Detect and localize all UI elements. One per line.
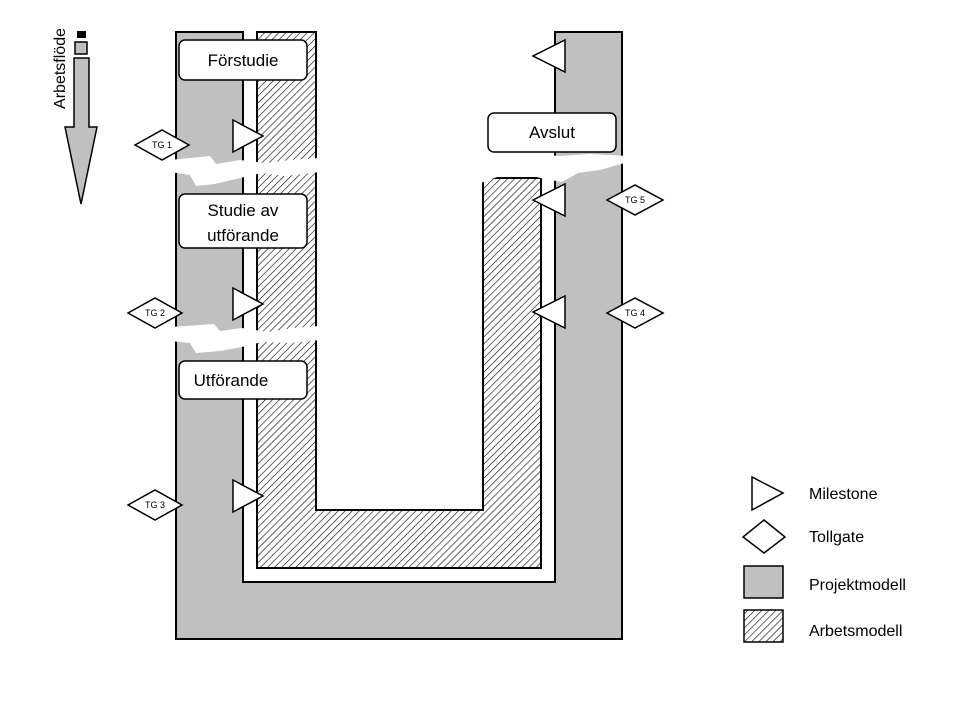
workflow-arrow-square [74, 41, 88, 55]
legend-arbetsmodell-label: Arbetsmodell [809, 623, 902, 640]
tollgate-tg4: TG 4 [605, 297, 665, 329]
legend-milestone: Milestone [751, 475, 878, 512]
legend-projektmodell-label: Projektmodell [809, 577, 906, 594]
milestone-icon-2 [232, 286, 265, 322]
tollgate-icon [605, 184, 665, 216]
arrow-down-icon [64, 57, 98, 205]
phase-studie-label-line1: Studie av [208, 201, 279, 220]
tollgate-tg3: TG 3 [126, 489, 184, 521]
milestone-icon-3 [232, 478, 265, 514]
tollgate-tg1-label: TG 1 [152, 140, 172, 150]
legend-tollgate-label: Tollgate [809, 529, 864, 546]
phase-gap-2 [170, 324, 320, 353]
tollgate-icon [126, 297, 184, 329]
tollgate-tg2-label: TG 2 [145, 308, 165, 318]
phase-forstudie: Förstudie [178, 39, 308, 81]
tollgate-tg1: TG 1 [133, 129, 191, 161]
legend: Milestone Tollgate Projektmodell Arbetsm… [741, 475, 906, 643]
phase-utforande-label: Utförande [194, 371, 269, 390]
phase-gap-3 [478, 154, 628, 184]
workflow-arrow-small-square [77, 31, 86, 38]
phase-avslut-label: Avslut [529, 123, 575, 142]
phase-utforande: Utförande [178, 360, 308, 400]
tollgate-icon [126, 489, 184, 521]
tollgate-icon [741, 519, 787, 554]
legend-milestone-label: Milestone [809, 486, 878, 503]
milestone-icon-4 [531, 38, 566, 74]
tollgate-tg3-label: TG 3 [145, 500, 165, 510]
legend-tollgate: Tollgate [741, 519, 864, 554]
workflow-label: Arbetsflöde [52, 28, 69, 109]
milestone-icon-6 [531, 294, 566, 330]
milestone-icon-1 [232, 118, 265, 154]
phase-gap-1 [170, 156, 320, 186]
tollgate-tg5-label: TG 5 [625, 195, 645, 205]
phase-forstudie-label: Förstudie [208, 51, 279, 70]
legend-projektmodell: Projektmodell [743, 565, 906, 599]
milestone-icon [751, 475, 785, 512]
phase-studie-label-line2: utförande [207, 226, 279, 245]
tollgate-tg2: TG 2 [126, 297, 184, 329]
tollgate-icon [605, 297, 665, 329]
tollgate-tg5: TG 5 [605, 184, 665, 216]
tollgate-tg4-label: TG 4 [625, 308, 645, 318]
phase-avslut: Avslut [487, 112, 617, 153]
milestone-icon-5 [531, 182, 566, 218]
legend-arbetsmodell: Arbetsmodell [743, 609, 902, 643]
phase-studie-av-utforande: Studie av utförande [178, 193, 308, 249]
projektmodell-swatch [743, 565, 784, 599]
workflow-arrow: Arbetsflöde [52, 28, 98, 205]
tollgate-icon [133, 129, 191, 161]
arbetsmodell-swatch [743, 609, 784, 643]
